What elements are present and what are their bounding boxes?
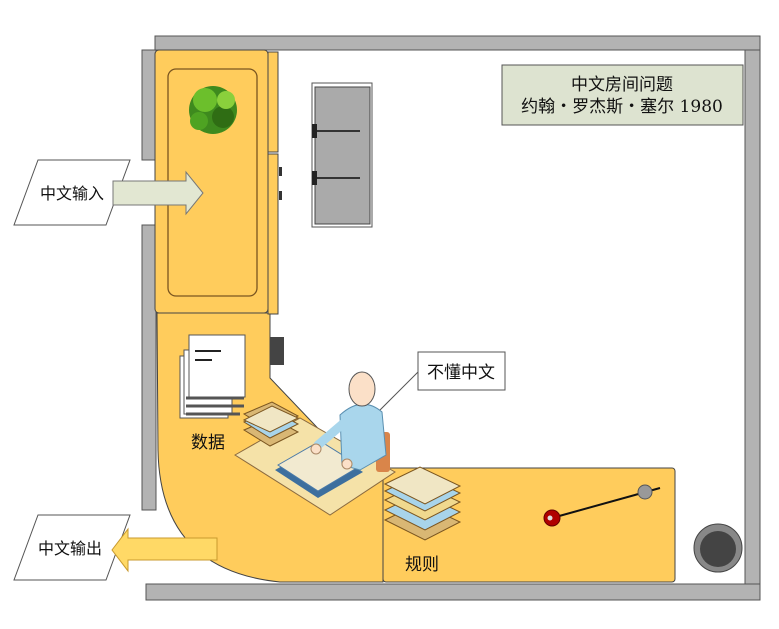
trash-bin-icon: [693, 523, 743, 573]
callout-pointer: [379, 371, 419, 411]
left-wall-upper: [141, 49, 157, 161]
left-wall-lower: [141, 224, 157, 511]
rules-books-icon: [383, 466, 462, 541]
cabinet-door-strip: [267, 51, 279, 153]
title-line1: 中文房间问题: [571, 75, 673, 95]
output-parallelogram: [13, 514, 131, 581]
person-callout: 不懂中文: [427, 363, 495, 383]
output-label: 中文输出: [38, 539, 102, 558]
data-books-icon: [242, 401, 300, 447]
right-wall: [744, 49, 761, 601]
output-arrow-icon: [111, 527, 218, 573]
callout-box: [417, 351, 506, 391]
input-parallelogram: [13, 159, 131, 226]
person-icon: [310, 371, 390, 472]
rules-desk: [382, 467, 676, 583]
input-arrow-icon: [112, 170, 204, 216]
walls: [141, 35, 761, 601]
handle-icon: [279, 167, 282, 176]
bottom-wall: [145, 583, 761, 601]
handle-icon: [279, 191, 282, 200]
data-papers-icon: [179, 334, 246, 419]
data-label: 数据: [191, 433, 225, 453]
input-label: 中文输入: [40, 184, 104, 203]
shelf-unit: [311, 82, 373, 228]
output-slot: [270, 337, 284, 365]
title-line2: 约翰・罗杰斯・塞尔 1980: [521, 97, 723, 117]
cabinet-door-strip: [267, 153, 279, 315]
lever-icon: [543, 484, 661, 527]
plant-icon: [189, 86, 237, 134]
title-box: [501, 64, 744, 126]
top-wall: [154, 35, 761, 51]
rules-label: 规则: [405, 555, 439, 575]
